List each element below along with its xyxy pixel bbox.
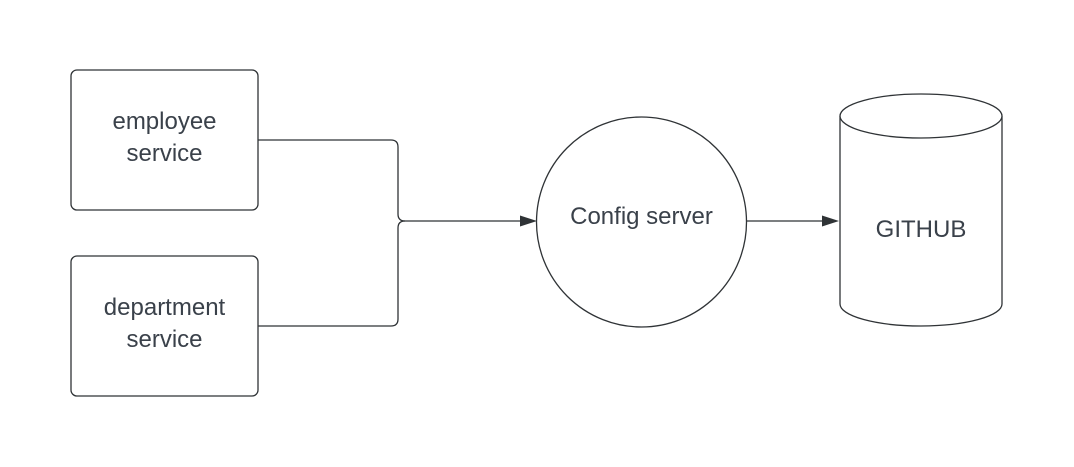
github-label: GITHUB bbox=[876, 216, 967, 243]
connectors bbox=[258, 139, 839, 327]
config-server-circle bbox=[535, 116, 748, 328]
employee-service-node[interactable]: employee service bbox=[70, 69, 259, 211]
employee-service-label-line2: service bbox=[126, 140, 202, 167]
department-service-box bbox=[70, 255, 259, 397]
config-server-label: Config server bbox=[570, 203, 713, 230]
employee-service-label-line1: employee bbox=[112, 108, 216, 135]
github-cylinder-top bbox=[839, 93, 1003, 139]
department-service-node[interactable]: department service bbox=[70, 255, 259, 397]
connector-employee-to-merge bbox=[258, 139, 406, 222]
config-server-node[interactable]: Config server bbox=[535, 116, 748, 328]
arrowhead-to-config-icon bbox=[520, 215, 537, 227]
arrowhead-to-github-icon bbox=[822, 215, 839, 227]
department-service-label-line2: service bbox=[126, 326, 202, 353]
github-node[interactable]: GITHUB bbox=[839, 93, 1003, 327]
connector-department-to-merge bbox=[258, 220, 406, 327]
department-service-label-line1: department bbox=[104, 294, 226, 321]
github-cylinder-body bbox=[839, 116, 1003, 327]
employee-service-box bbox=[70, 69, 259, 211]
